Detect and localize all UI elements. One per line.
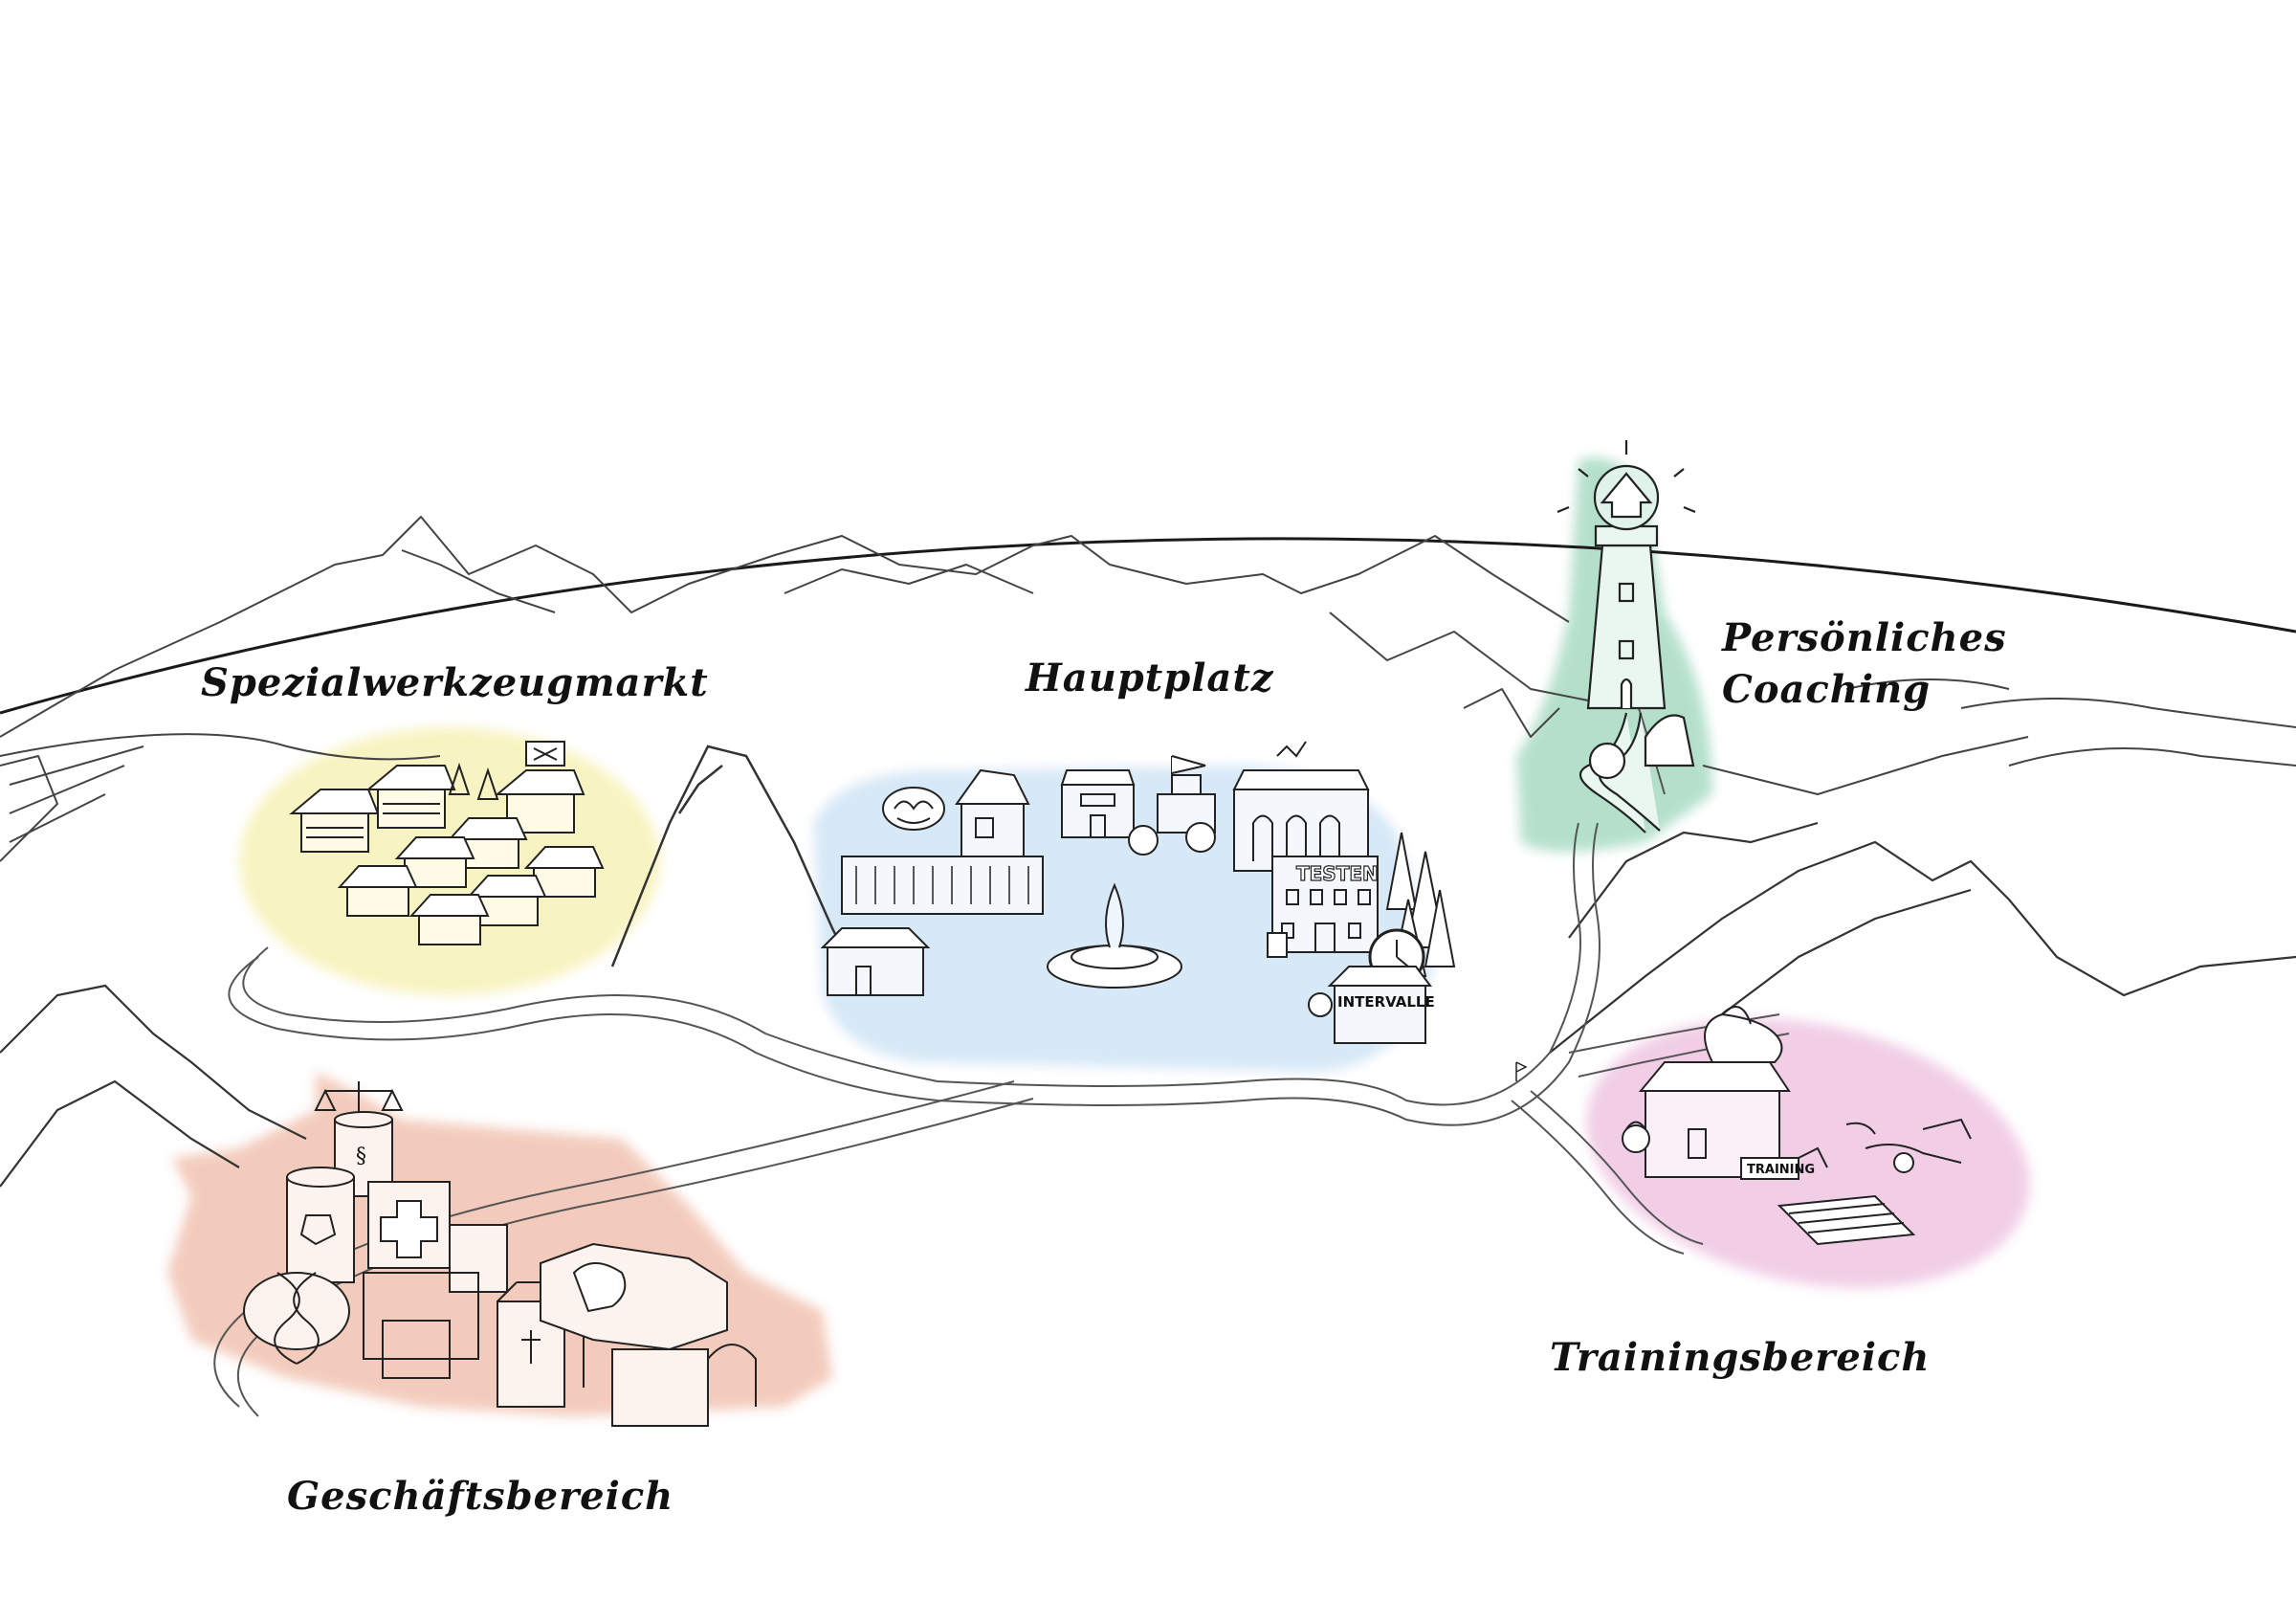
dna-icon [243, 1272, 350, 1365]
testen-sign: TESTEN [1296, 862, 1379, 885]
training-facility: TRAINING [1622, 1006, 1972, 1246]
palace-building [841, 856, 1044, 915]
flexed-arm-icon [1704, 1006, 1783, 1063]
market-stall-icon [365, 765, 456, 829]
fountain-icon [1047, 882, 1182, 989]
market-stalls [289, 741, 605, 945]
hauptplatz-label[interactable]: Hauptplatz [1026, 656, 1274, 700]
lighthouse-icon [1556, 440, 1696, 834]
intervalle-building [1334, 985, 1426, 1044]
business-buildings: § [243, 1081, 757, 1427]
market-stall-icon [466, 875, 547, 926]
training-sign: TRAINING [1747, 1163, 1815, 1177]
coaching-label-line2: Coaching [1722, 667, 1932, 712]
hauptplatz-buildings: TESTEN INTERVALLE [820, 741, 1456, 1044]
flag-icon [1515, 1061, 1528, 1081]
foreground-hills [0, 821, 2296, 1188]
kettlebell-icon [1622, 1121, 1650, 1153]
persoenliches-coaching-label[interactable]: Persönliches Coaching [1722, 612, 2007, 716]
market-stall-icon [337, 865, 418, 917]
mountain-ridges [0, 516, 2296, 862]
market-stall-icon [394, 836, 475, 888]
horizon-line [0, 537, 2296, 715]
central-peak [610, 745, 863, 987]
market-stall-icon [523, 846, 605, 898]
geschaeftsbereich-label[interactable]: Geschäftsbereich [287, 1474, 674, 1519]
paragraph-sign: § [356, 1145, 366, 1168]
spezialwerkzeugmarkt-label[interactable]: Spezialwerkzeugmarkt [201, 660, 709, 705]
market-stall-icon [408, 894, 490, 945]
market-stall-icon [289, 789, 380, 853]
book-icon [497, 1281, 585, 1408]
winding-road [213, 669, 1790, 1417]
brain-icon [882, 787, 945, 831]
coaching-label-line1: Persönliches [1722, 615, 2007, 660]
trainingsbereich-label[interactable]: Trainingsbereich [1550, 1335, 1931, 1380]
medical-cross-icon [367, 1181, 451, 1269]
intervalle-sign: INTERVALLE [1337, 993, 1435, 1011]
